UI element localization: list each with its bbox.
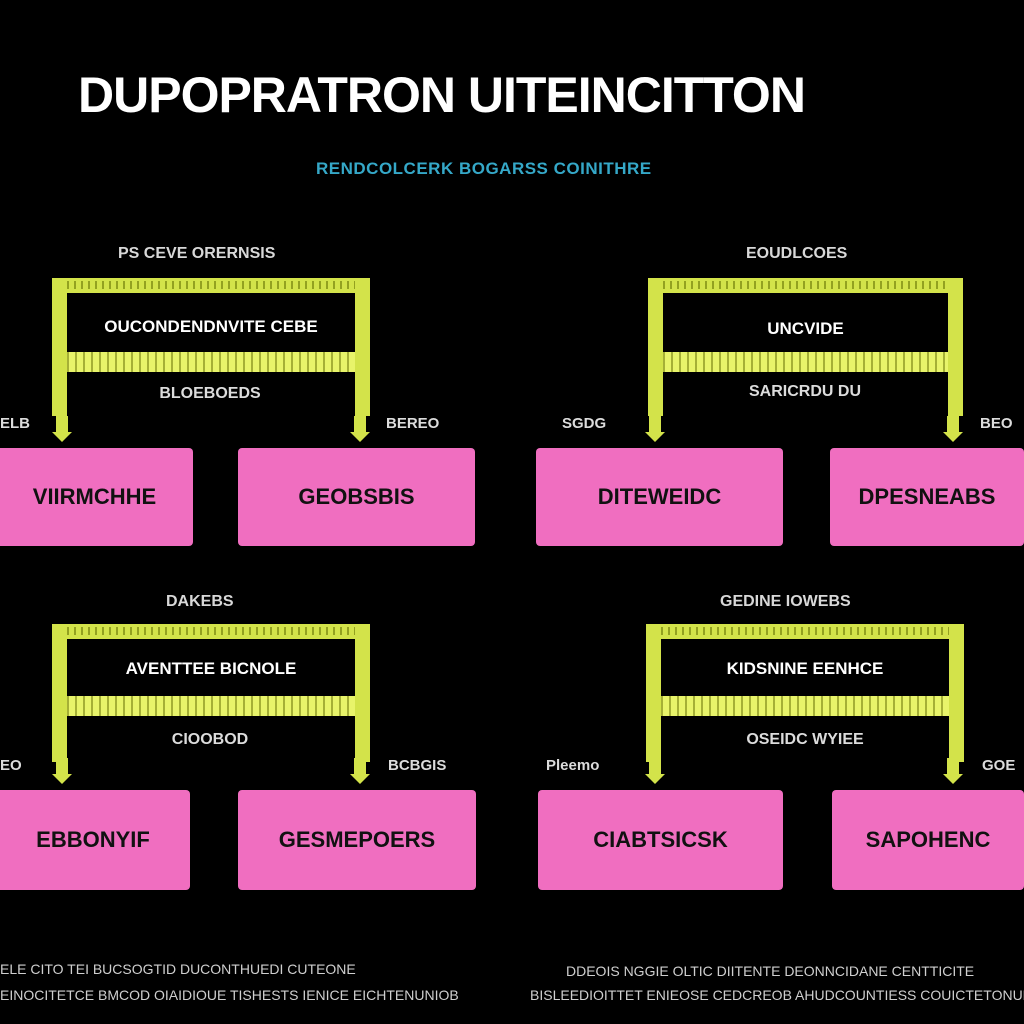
group-label: GEDINE IOWEBS (720, 593, 851, 610)
footer-right-line1: DDEOIS NGGIE OLTIC DIITENTE DEONNCIDANE … (566, 963, 975, 979)
group-label: EOUDLCOES (746, 245, 848, 262)
group-frame (52, 624, 370, 762)
group-frame (648, 278, 963, 416)
group-label: PS CEVE ORERNSIS (118, 245, 276, 262)
mid-label: SARICRDU DU (749, 383, 861, 400)
node-box: DPESNEABS (830, 448, 1024, 546)
frame-stripe (67, 281, 355, 289)
node-box: GESMEPOERS (238, 790, 476, 890)
group-frame (646, 624, 964, 762)
down-arrow-icon (52, 758, 72, 784)
node-box: GEOBSBIS (238, 448, 475, 546)
page-title: DUPOPRATRON UITEINCITTON (78, 67, 806, 123)
frame-stripe (663, 281, 948, 289)
node-box: CIABTSICSK (538, 790, 783, 890)
group-label: DAKEBS (166, 593, 234, 610)
page-subtitle: RENDCOLCERK BOGARSS COINITHRE (316, 159, 652, 178)
side-label-left: EO (0, 757, 22, 774)
footer-right-line2: BISLEEDIOITTET ENIEOSE CEDCREOB AHUDCOUN… (530, 987, 1024, 1003)
side-label-right: BEO (980, 415, 1013, 432)
side-label-right: BEREO (386, 415, 440, 432)
inner-label: OUCONDENDNVITE CEBE (104, 317, 318, 336)
node-box: DITEWEIDC (536, 448, 783, 546)
down-arrow-icon (350, 416, 370, 442)
inner-label: UNCVIDE (767, 319, 844, 338)
mid-label: BLOEBOEDS (159, 385, 261, 402)
inner-bar (67, 352, 355, 372)
side-label-left: ELB (0, 415, 30, 432)
frame-stripe (67, 627, 355, 635)
inner-bar (67, 696, 355, 716)
side-label-right: GOE (982, 757, 1016, 774)
node-box: SAPOHENC (832, 790, 1024, 890)
group-frame (52, 278, 370, 416)
side-label-left: Pleemo (546, 757, 600, 774)
node-box: VIIRMCHHE (0, 448, 193, 546)
down-arrow-icon (645, 416, 665, 442)
down-arrow-icon (943, 758, 963, 784)
frame-stripe (661, 627, 949, 635)
down-arrow-icon (350, 758, 370, 784)
side-label-left: SGDG (562, 415, 607, 432)
inner-bar (661, 696, 949, 716)
footer-left-line2: EINOCITETCE BMCOD OIAIDIOUE TISHESTS IEN… (0, 987, 459, 1003)
inner-label: AVENTTEE BICNOLE (125, 659, 297, 678)
node-box: EBBONYIF (0, 790, 190, 890)
down-arrow-icon (52, 416, 72, 442)
down-arrow-icon (645, 758, 665, 784)
inner-bar (663, 352, 948, 372)
inner-label: KIDSNINE EENHCE (726, 659, 884, 678)
side-label-right: BCBGIS (388, 757, 447, 774)
mid-label: CIOOBOD (171, 731, 249, 748)
down-arrow-icon (943, 416, 963, 442)
mid-label: OSEIDC WYIEE (746, 731, 864, 748)
footer-left-line1: ELE CITO TEI BUCSOGTID DUCONTHUEDI CUTEO… (0, 961, 356, 977)
